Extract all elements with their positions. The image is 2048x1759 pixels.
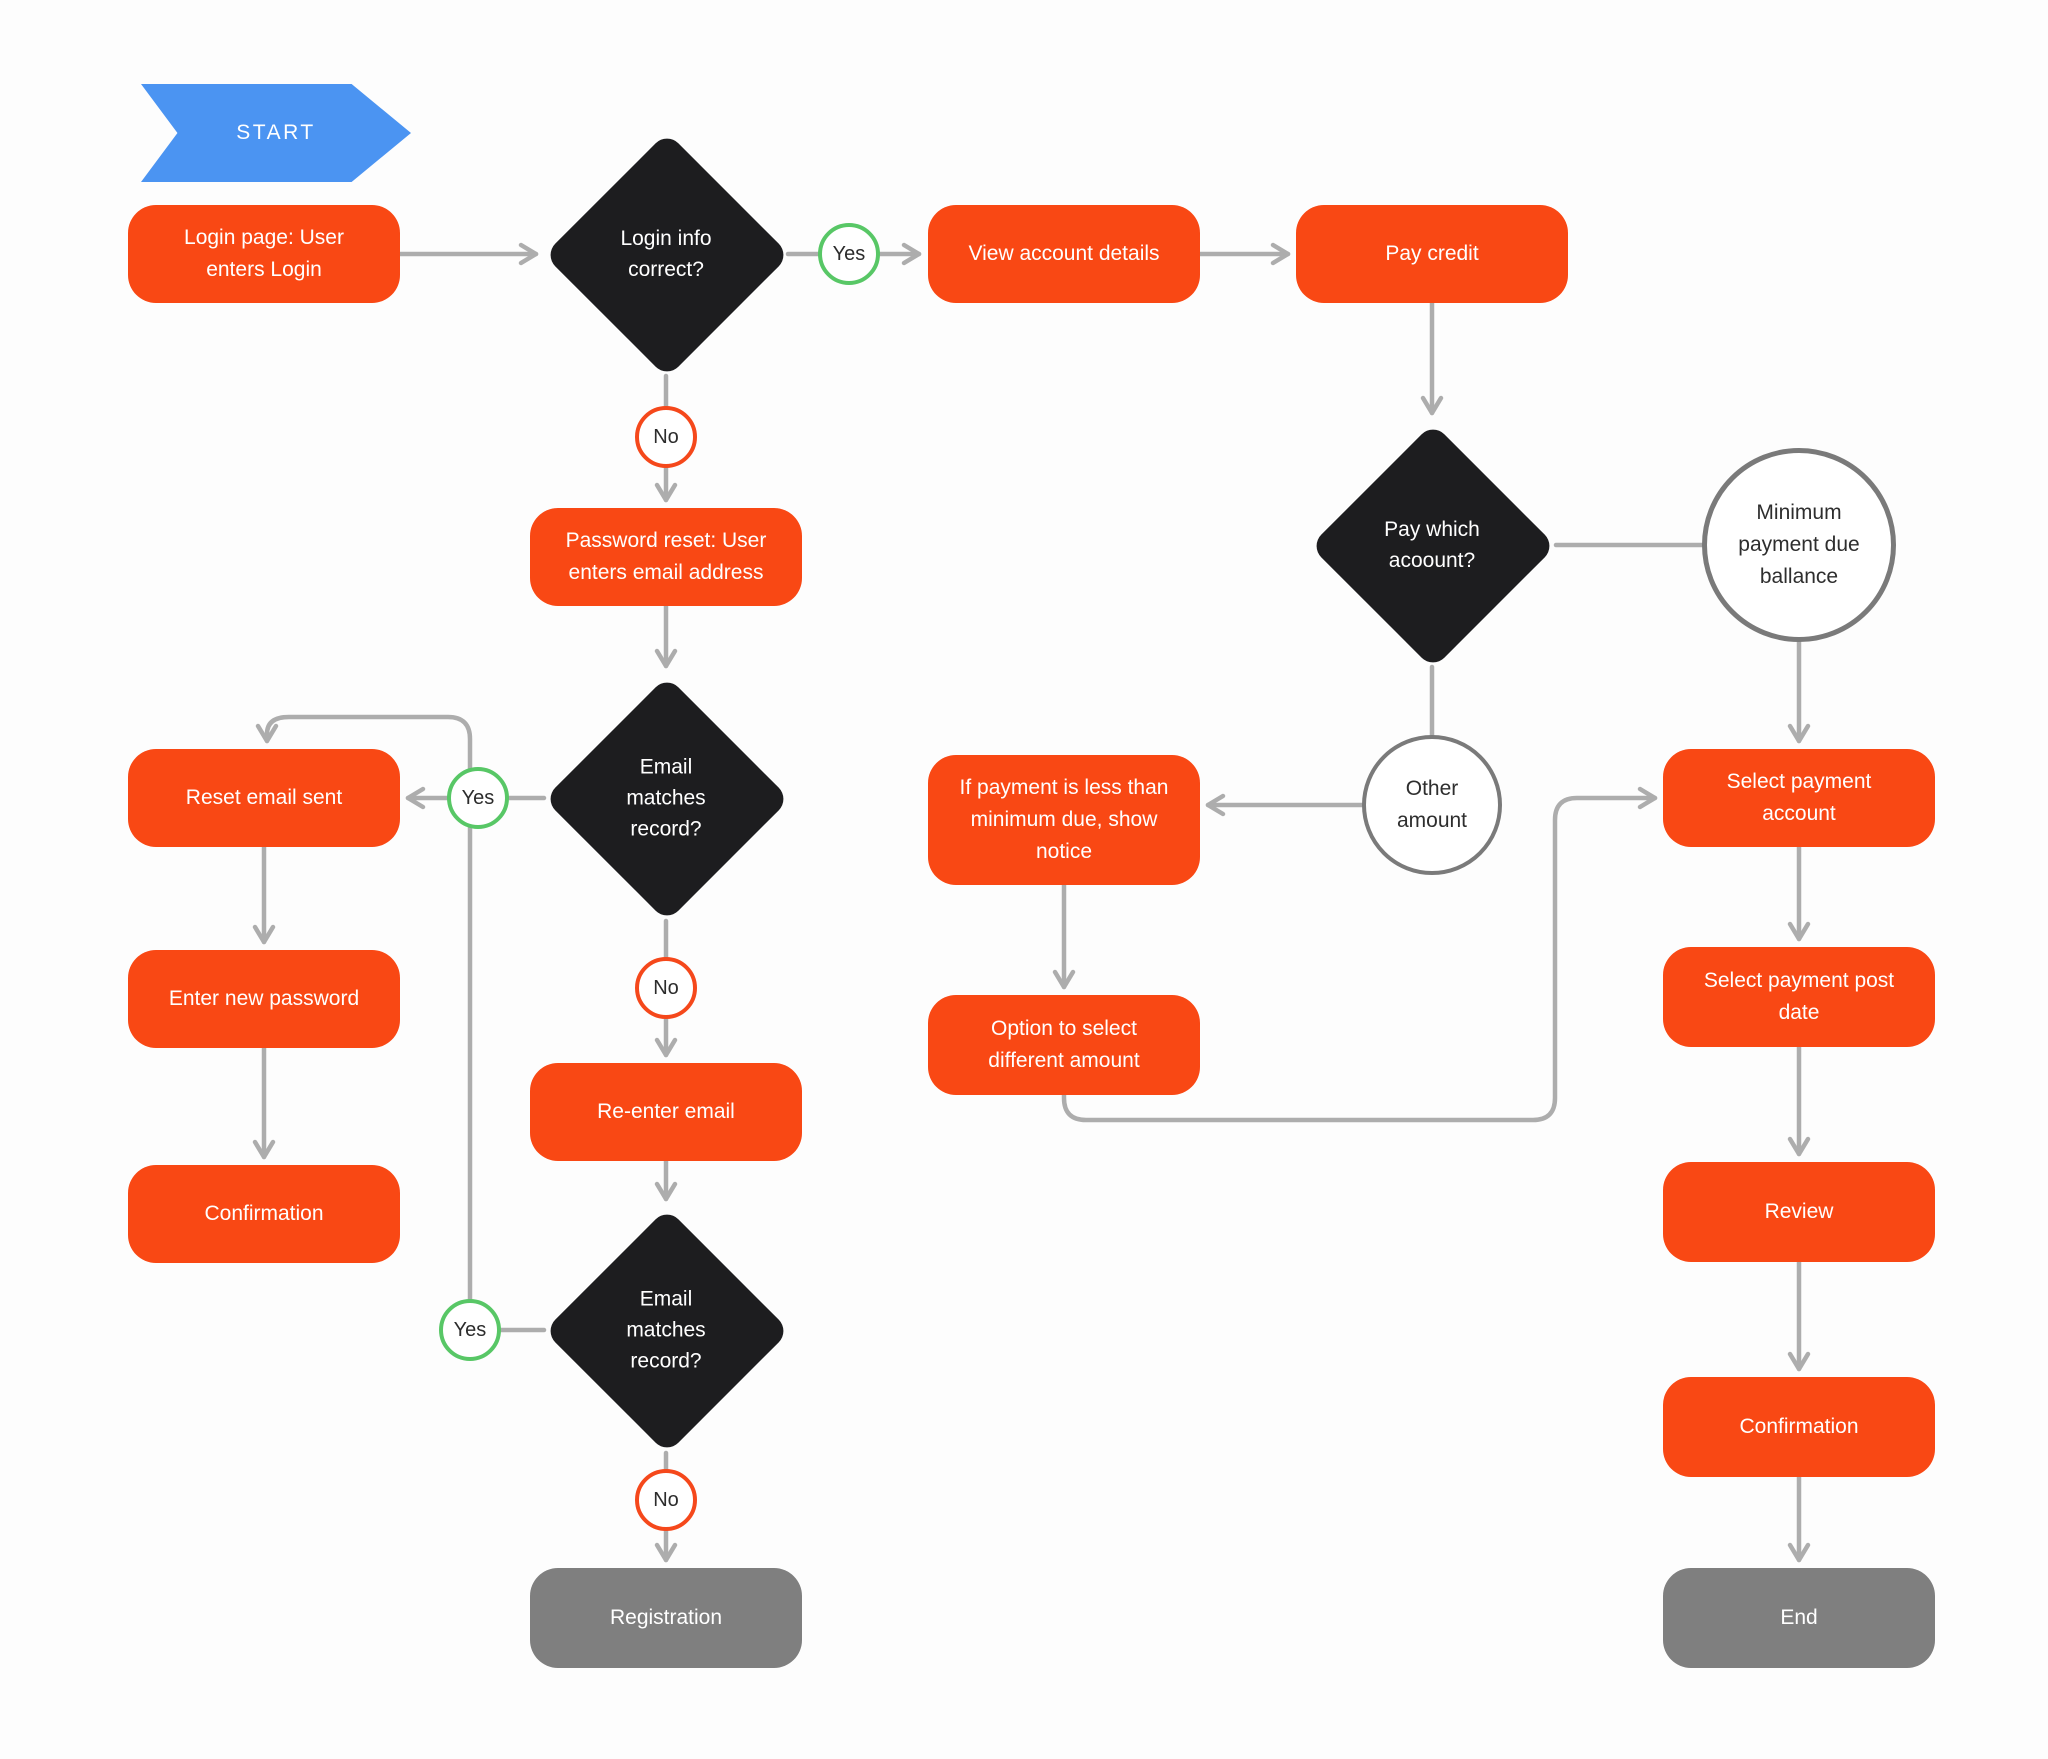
node-end[interactable]: End <box>1663 1568 1935 1668</box>
node-password-reset-label: Password reset: User enters email addres… <box>565 529 767 584</box>
edge-label-yes-1[interactable]: Yes <box>818 223 880 285</box>
node-select-payment-account[interactable]: Select payment account <box>1663 749 1935 847</box>
node-option-different-amount[interactable]: Option to select different amount <box>928 995 1200 1095</box>
node-registration-label: Registration <box>609 1606 723 1629</box>
node-option-different-amount-label: Option to select different amount <box>988 1017 1140 1072</box>
connector-option-loop-to-select-account <box>1061 786 1658 1123</box>
node-minimum-payment[interactable]: Minimum payment due ballance <box>1702 448 1896 642</box>
node-minimum-payment-label: Minimum payment due ballance <box>1738 501 1860 588</box>
node-enter-new-password[interactable]: Enter new password <box>128 950 400 1048</box>
node-view-account-details-label: View account details <box>968 242 1160 265</box>
node-login-page[interactable]: Login page: User enters Login <box>128 205 400 303</box>
node-reset-email-sent-label: Reset email sent <box>185 786 343 809</box>
node-re-enter-email[interactable]: Re-enter email <box>530 1063 802 1161</box>
node-email-matches-2-label: Email matches record? <box>626 1287 706 1373</box>
node-start[interactable]: START <box>141 84 411 182</box>
node-if-payment-notice[interactable]: If payment is less than minimum due, sho… <box>928 755 1200 885</box>
node-confirmation-left[interactable]: Confirmation <box>128 1165 400 1263</box>
node-select-payment-post-date[interactable]: Select payment post date <box>1663 947 1935 1047</box>
node-enter-new-password-label: Enter new password <box>168 987 360 1010</box>
node-confirmation-right-label: Confirmation <box>1739 1415 1859 1438</box>
node-select-payment-account-label: Select payment account <box>1726 770 1872 825</box>
node-login-info-correct-label: Login info correct? <box>620 227 712 281</box>
node-email-matches-1-label: Email matches record? <box>626 755 706 841</box>
node-re-enter-email-label: Re-enter email <box>597 1100 735 1123</box>
node-select-payment-post-date-label: Select payment post date <box>1703 969 1895 1024</box>
node-pay-which-account-label: Pay which acoount? <box>1384 518 1480 572</box>
node-registration[interactable]: Registration <box>530 1568 802 1668</box>
node-reset-email-sent[interactable]: Reset email sent <box>128 749 400 847</box>
node-other-amount-label: Other amount <box>1396 777 1468 832</box>
node-pay-credit[interactable]: Pay credit <box>1296 205 1568 303</box>
node-pay-credit-label: Pay credit <box>1385 242 1479 265</box>
node-end-label: End <box>1780 1606 1818 1629</box>
node-review[interactable]: Review <box>1663 1162 1935 1262</box>
node-other-amount[interactable]: Other amount <box>1362 735 1502 875</box>
edge-label-no-3[interactable]: No <box>635 1469 697 1531</box>
node-login-page-label: Login page: User enters Login <box>184 226 344 281</box>
node-confirmation-right[interactable]: Confirmation <box>1663 1377 1935 1477</box>
node-start-label: START <box>236 121 316 144</box>
edge-label-yes-3[interactable]: Yes <box>439 1299 501 1361</box>
connector-yes-3-loop-to-reset-email <box>255 714 473 1302</box>
edge-label-yes-2[interactable]: Yes <box>447 767 509 829</box>
node-confirmation-left-label: Confirmation <box>204 1202 324 1225</box>
node-view-account-details[interactable]: View account details <box>928 205 1200 303</box>
node-if-payment-notice-label: If payment is less than minimum due, sho… <box>959 776 1169 863</box>
node-review-label: Review <box>1764 1200 1834 1223</box>
edge-label-no-2[interactable]: No <box>635 957 697 1019</box>
node-password-reset[interactable]: Password reset: User enters email addres… <box>530 508 802 606</box>
edge-label-no-1[interactable]: No <box>635 406 697 468</box>
